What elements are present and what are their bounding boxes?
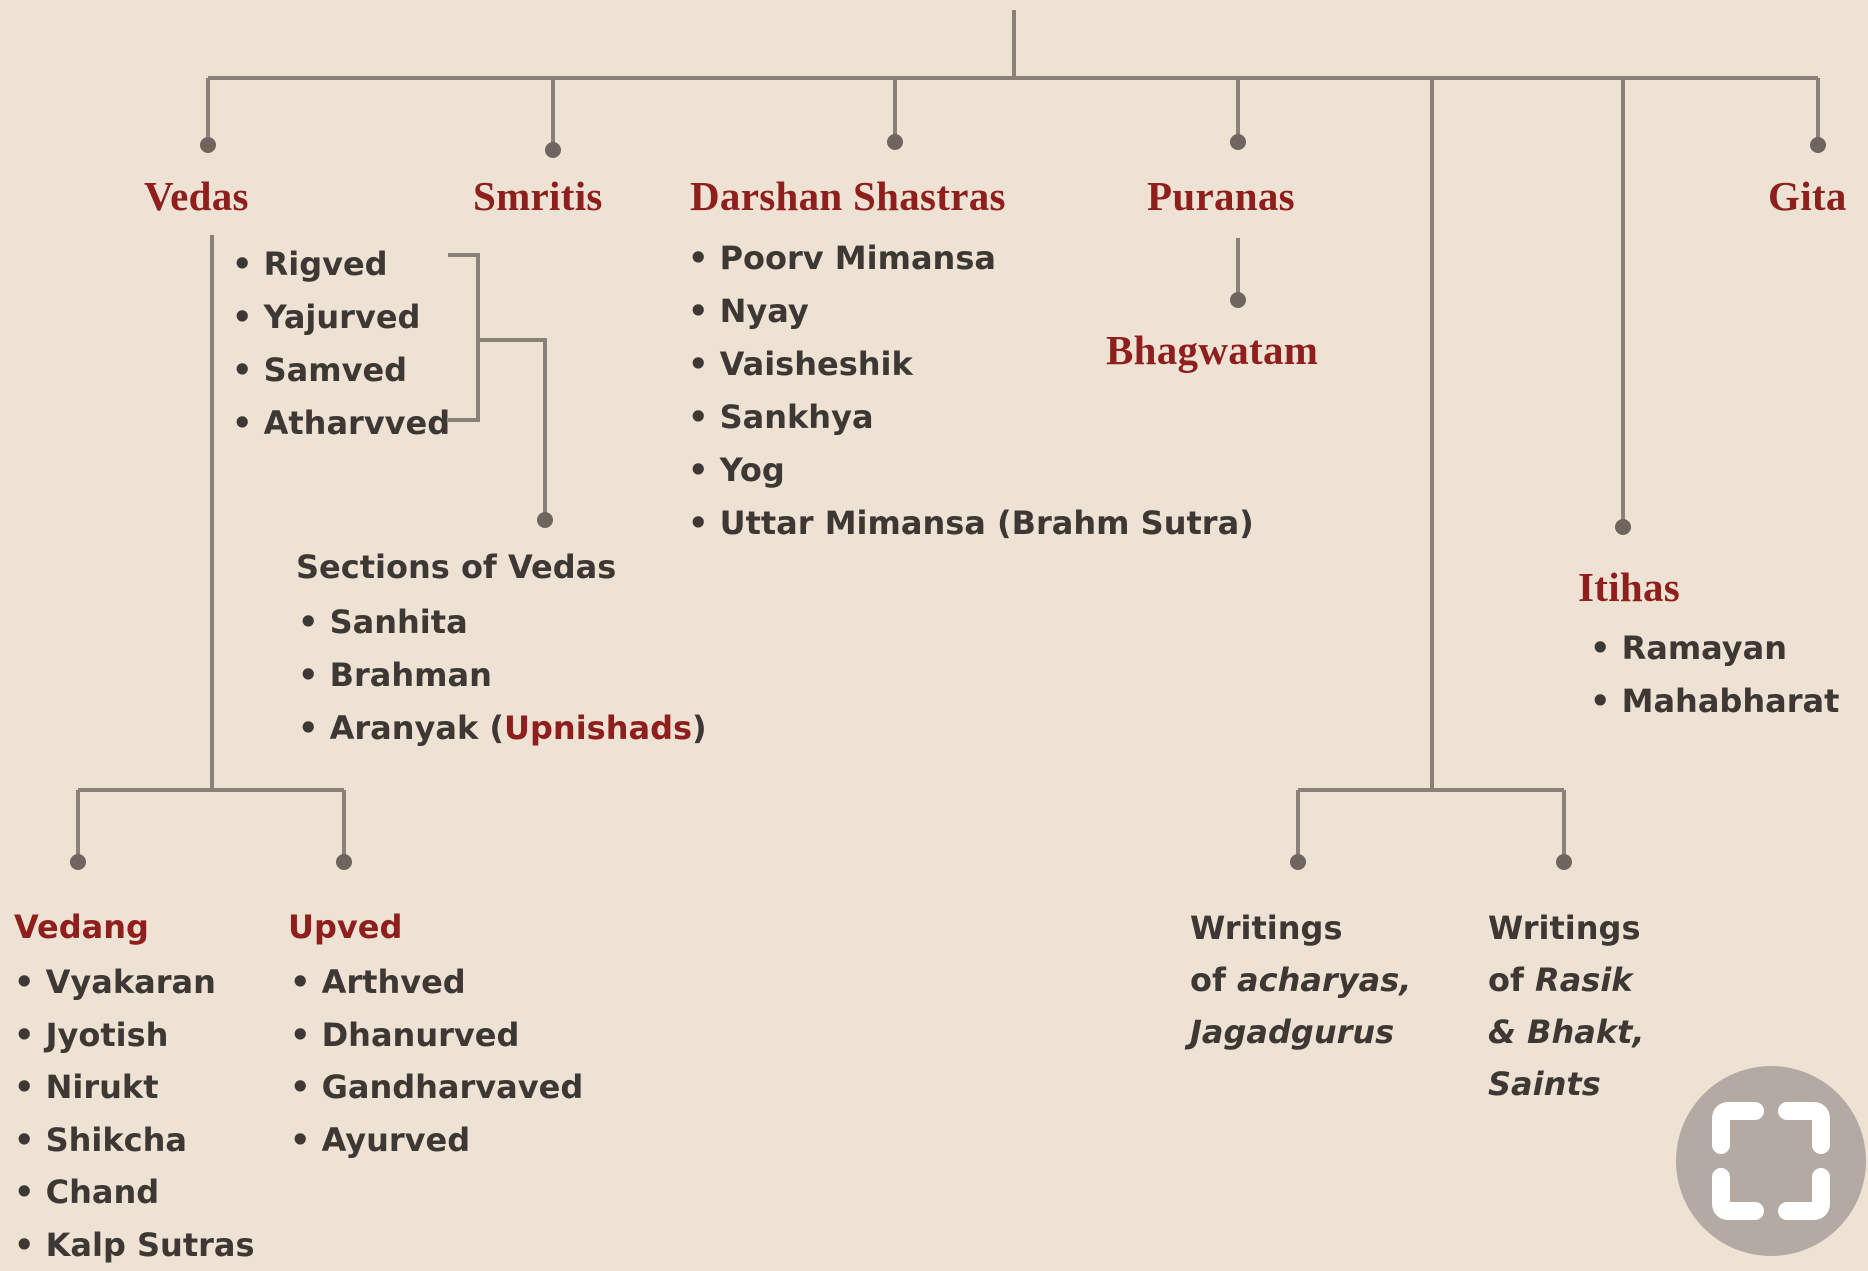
expand-button[interactable] [1676,1066,1866,1256]
list-item: Ayurved [290,1114,583,1167]
darshan-list: Poorv Mimansa Nyay Vaisheshik Sankhya Yo… [688,232,1254,550]
list-item: Gandharvaved [290,1061,583,1114]
itihas-list: Ramayan Mahabharat [1590,622,1839,728]
vedang-title: Vedang [14,908,149,946]
list-item: Samved [232,344,450,397]
category-puranas: Puranas [1147,172,1295,220]
list-item: Sankhya [688,391,1254,444]
list-item: Jyotish [14,1009,255,1062]
writings-acharyas: Writings of acharyas, Jagadgurus [1190,902,1411,1058]
list-item: Shikcha [14,1114,255,1167]
list-item: Dhanurved [290,1009,583,1062]
upved-list: Arthved Dhanurved Gandharvaved Ayurved [290,956,583,1166]
list-item: Poorv Mimansa [688,232,1254,285]
sections-of-vedas-title: Sections of Vedas [296,548,616,586]
category-gita: Gita [1768,172,1847,220]
list-item: Chand [14,1166,255,1219]
list-item: Nirukt [14,1061,255,1114]
category-darshan-shastras: Darshan Shastras [690,172,1006,220]
category-smritis: Smritis [473,172,603,220]
list-item: Yajurved [232,291,450,344]
list-item: Rigved [232,238,450,291]
vedas-list: Rigved Yajurved Samved Atharvved [232,238,450,450]
list-item: Arthved [290,956,583,1009]
list-item: Mahabharat [1590,675,1839,728]
list-item: Brahman [298,649,707,702]
category-vedas: Vedas [144,172,249,220]
list-item: Uttar Mimansa (Brahm Sutra) [688,497,1254,550]
list-item: Kalp Sutras [14,1219,255,1271]
vedang-list: Vyakaran Jyotish Nirukt Shikcha Chand Ka… [14,956,255,1271]
list-item: Vyakaran [14,956,255,1009]
upved-title: Upved [288,908,402,946]
expand-icon [1709,1099,1833,1223]
list-item: Vaisheshik [688,338,1254,391]
list-item: Aranyak (Upnishads) [298,702,707,755]
category-itihas: Itihas [1578,563,1680,611]
list-item: Ramayan [1590,622,1839,675]
list-item: Atharvved [232,397,450,450]
writings-rasik: Writings of Rasik & Bhakt, Saints [1488,902,1645,1110]
list-item: Sanhita [298,596,707,649]
sections-list: Sanhita Brahman Aranyak (Upnishads) [298,596,707,755]
list-item: Nyay [688,285,1254,338]
list-item: Yog [688,444,1254,497]
upnishads-highlight: Upnishads [504,709,692,747]
